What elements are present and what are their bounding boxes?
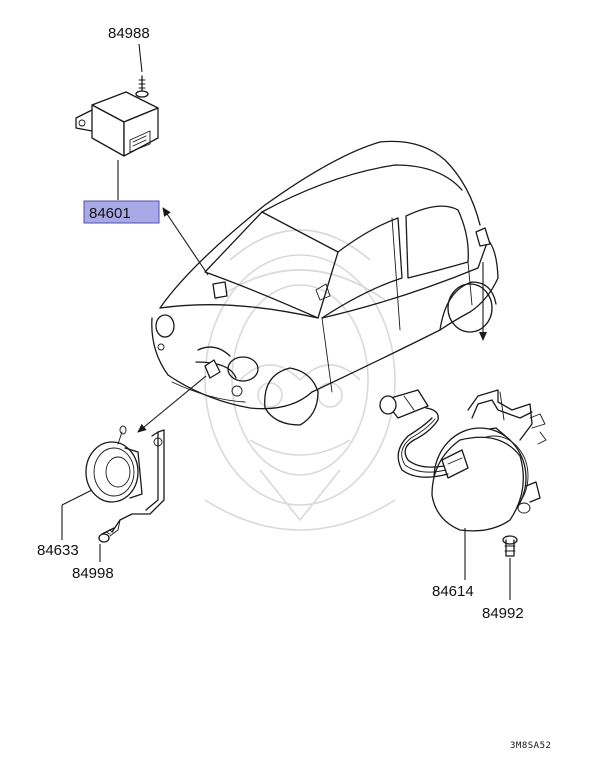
bolt-84998[interactable] — [98, 527, 115, 543]
part-label-84992[interactable]: 84992 — [482, 605, 524, 622]
part-label-84988[interactable]: 84988 — [108, 25, 150, 42]
selected-part-highlight — [83, 200, 160, 224]
horn-assembly[interactable] — [85, 425, 165, 537]
part-label-84614[interactable]: 84614 — [432, 583, 474, 600]
screw-84988[interactable] — [135, 75, 149, 98]
bolt-84992[interactable] — [502, 535, 518, 557]
diagram-code: 3M8SA52 — [510, 741, 551, 751]
part-label-84601[interactable]: 84601 — [89, 205, 131, 222]
relay-unit[interactable] — [75, 91, 159, 157]
part-label-84998[interactable]: 84998 — [72, 565, 114, 582]
leader-84988 — [138, 43, 143, 73]
arrow-to-horn — [137, 375, 207, 433]
watermark-emblem — [204, 229, 396, 531]
arrow-to-relay — [162, 207, 209, 276]
car-body-outline — [151, 140, 499, 426]
buzzer-unit-84614[interactable] — [379, 389, 547, 532]
leader-84633-b — [61, 489, 93, 506]
part-label-84633[interactable]: 84633 — [37, 542, 79, 559]
